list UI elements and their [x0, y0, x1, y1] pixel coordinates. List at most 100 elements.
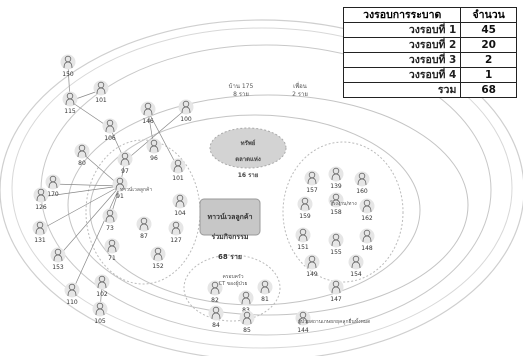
person-body-icon — [307, 261, 317, 269]
person-body-icon — [298, 317, 308, 325]
person-node: 154 — [348, 254, 364, 278]
person-body-icon — [35, 227, 45, 235]
person-body-icon — [331, 173, 341, 181]
person-node: 158 — [328, 192, 344, 216]
node-label: 144 — [297, 327, 309, 334]
row-label: วงรอบที่ 4 — [342, 67, 462, 83]
person-body-icon — [95, 308, 105, 316]
node-label: 83 — [242, 307, 250, 314]
connection-line — [40, 185, 121, 198]
person-node: 83 — [238, 290, 254, 314]
person-node: 147 — [328, 279, 344, 303]
center-label: ทาวน์เวลลูกค้า ร่วมกิจกรรม 68 ราย — [200, 202, 260, 272]
person-node: 139 — [328, 166, 344, 190]
person-node: 149 — [304, 254, 320, 278]
node-label: 73 — [106, 225, 114, 232]
person-node: 146 — [140, 101, 156, 125]
row-label: วงรอบที่ 3 — [342, 52, 462, 68]
person-body-icon — [120, 158, 130, 166]
node-label: 157 — [306, 187, 318, 194]
bottom-note: ผู้ป่วยสถานเกษยกยุคลูกยื่นทั้งหมด — [298, 319, 371, 325]
node-label: 105 — [94, 318, 106, 325]
node-label: 115 — [64, 108, 76, 115]
node-label: 155 — [330, 249, 342, 256]
home-group-label: บ้าน 175 8 ราย — [228, 83, 254, 98]
person-body-icon — [211, 312, 221, 320]
top-cluster-shape — [209, 127, 287, 169]
node-label: 131 — [34, 237, 46, 244]
node-label: 91 — [116, 193, 124, 200]
node-label: 84 — [212, 322, 220, 329]
person-body-icon — [77, 150, 87, 158]
person-node: 148 — [359, 228, 375, 252]
center-box — [199, 198, 261, 236]
person-body-icon — [357, 178, 367, 186]
top-cluster-line3: 16 ราย — [237, 172, 259, 179]
person-node: 104 — [172, 193, 188, 217]
node-label: 85 — [243, 327, 251, 334]
person-body-icon — [242, 317, 252, 325]
person-body-icon — [331, 286, 341, 294]
friend-group-label: เพื่อน 2 ราย — [292, 83, 308, 98]
right-group-label: โรงงาน/ทาง — [330, 201, 357, 207]
row-label: รวม — [342, 82, 462, 98]
connection-line — [71, 185, 121, 293]
person-node: 131 — [32, 220, 48, 244]
person-node: 157 — [304, 170, 320, 194]
top-cluster-line2: ตลาดแห่ง — [235, 156, 261, 163]
person-body-icon — [107, 245, 117, 253]
center-line3: 68 ราย — [218, 253, 242, 261]
person-body-icon — [36, 194, 46, 202]
node-label: 147 — [330, 296, 342, 303]
outer-ring-1 — [67, 94, 469, 316]
node-label: 159 — [299, 213, 311, 220]
bottom-group-circle — [183, 254, 281, 322]
person-node: 127 — [168, 220, 184, 244]
person-body-icon — [331, 199, 341, 207]
node-label: 101 — [172, 175, 184, 182]
person-body-icon — [48, 181, 58, 189]
node-label: 100 — [180, 116, 192, 123]
outer-ring-3 — [11, 27, 513, 349]
node-label: 149 — [306, 271, 318, 278]
center-line1: ทาวน์เวลลูกค้า — [207, 213, 253, 221]
person-body-icon — [153, 253, 163, 261]
person-body-icon — [149, 145, 159, 153]
person-node: 101 — [170, 158, 186, 182]
person-body-icon — [362, 205, 372, 213]
person-body-icon — [63, 61, 73, 69]
person-body-icon — [298, 234, 308, 242]
person-body-icon — [65, 98, 75, 106]
person-node: 101 — [93, 80, 109, 104]
node-label: 104 — [174, 210, 186, 217]
person-node: 159 — [297, 196, 313, 220]
person-node: 152 — [150, 246, 166, 270]
person-node: 84 — [208, 305, 224, 329]
table-header-row: วงรอบการระบาด จำนวน — [342, 7, 517, 23]
person-node: 110 — [64, 282, 80, 306]
person-body-icon — [105, 215, 115, 223]
node-label: 160 — [356, 188, 368, 195]
node-label: 81 — [261, 296, 269, 303]
person-node: 160 — [354, 171, 370, 195]
top-cluster-label: ทรัพย์ ตลาดแห่ง 16 ราย — [214, 132, 282, 188]
connection-line — [57, 185, 121, 258]
person-body-icon — [115, 183, 125, 191]
person-node: 96 — [146, 138, 162, 162]
node-label: 96 — [150, 155, 158, 162]
bottom-group-label: ครอบครัว CT ของผู้ป่วย — [218, 274, 248, 287]
node-label: 162 — [361, 215, 373, 222]
person-node: 151 — [295, 227, 311, 251]
node-label: 82 — [211, 297, 219, 304]
node-label: 151 — [297, 244, 309, 251]
node-label: 154 — [350, 271, 362, 278]
column-header: วงรอบการระบาด — [342, 7, 462, 23]
connection-line — [52, 183, 121, 187]
right-group-circle — [282, 141, 404, 283]
row-value: 45 — [460, 22, 517, 38]
node-label: 87 — [140, 233, 148, 240]
